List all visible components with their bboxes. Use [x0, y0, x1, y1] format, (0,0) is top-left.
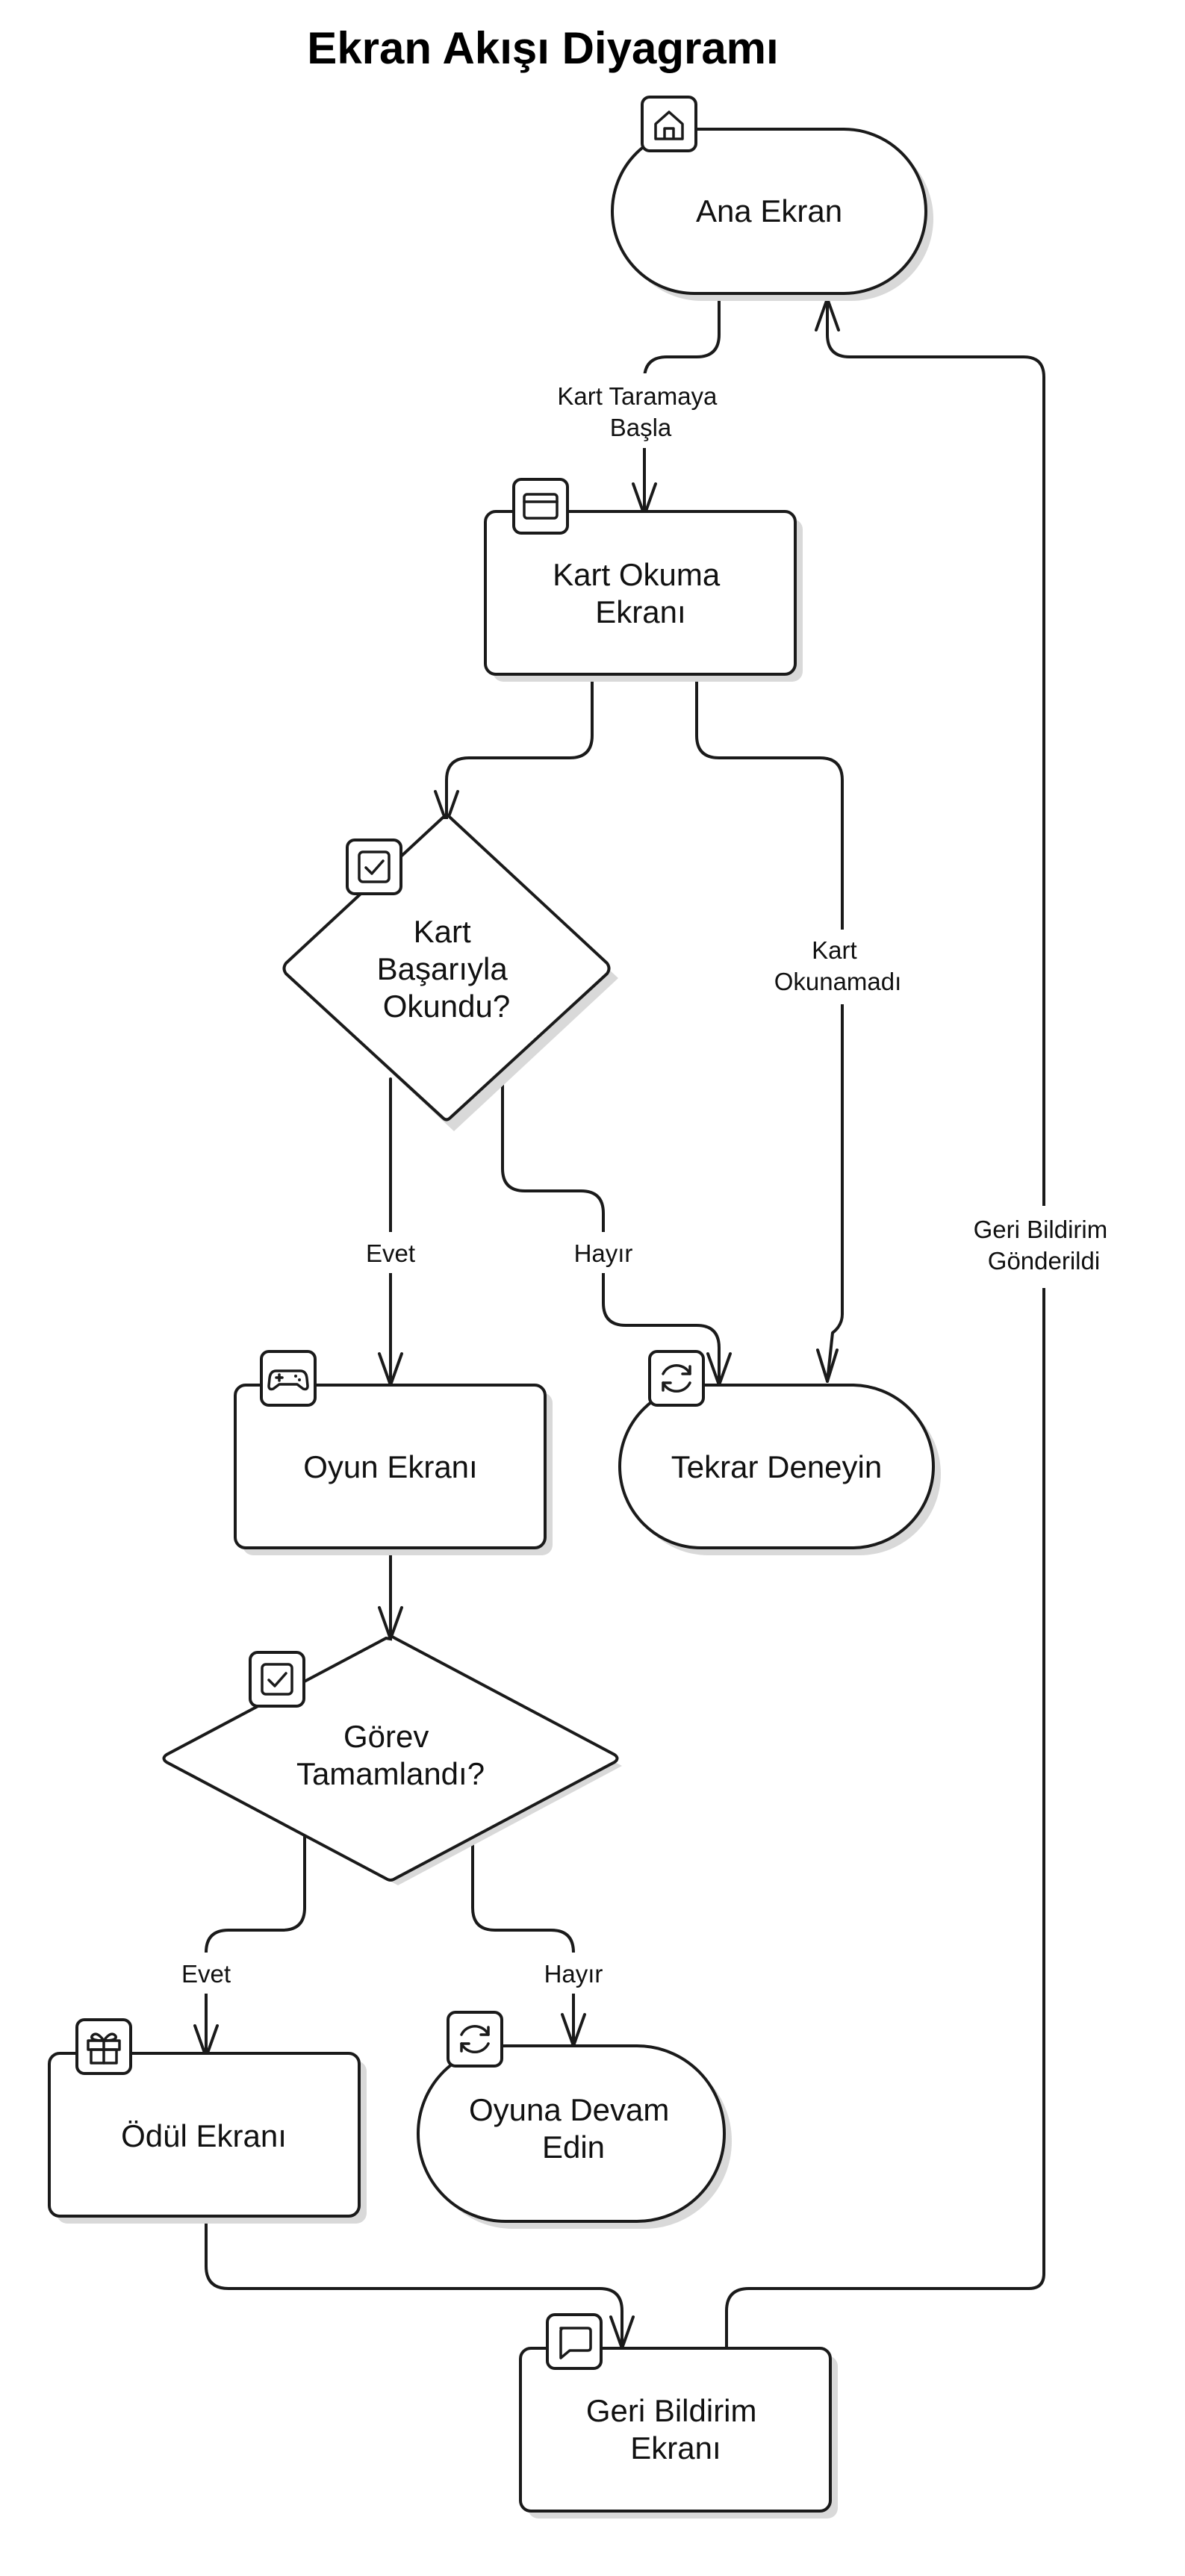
- node-label: Geri Bildirim Ekranı: [586, 2393, 765, 2465]
- node-label: Ödül Ekranı: [121, 2118, 287, 2153]
- edge-geri-bildirim-gonderildi: [725, 297, 1045, 2350]
- node-label: Kart Okuma Ekranı: [553, 557, 729, 629]
- edge-kart-okunamadi: [695, 676, 844, 1383]
- refresh-icon: [648, 1350, 705, 1407]
- node-label: Ana Ekran: [696, 193, 842, 228]
- edge-labels: Kart Taramaya Başla Kart Okunamadı Evet …: [161, 373, 1147, 1994]
- gift-icon: [75, 2018, 132, 2075]
- diagram-title: Ekran Akışı Diyagramı: [307, 23, 778, 73]
- message-icon: [546, 2313, 603, 2370]
- edge-label-kart-taramaya-basla: Kart Taramaya Başla: [557, 382, 724, 441]
- node-oyuna-devam-edin[interactable]: Oyuna Devam Edin: [417, 2011, 732, 2229]
- edge-ana-to-kart-okuma: [643, 296, 721, 517]
- edge-odul-to-geri-bildirim: [205, 2215, 623, 2350]
- checkbox-icon: [346, 839, 402, 895]
- edge-label-kart-okunamadi: Kart Okunamadı: [774, 936, 902, 995]
- node-label: Oyuna Devam Edin: [469, 2092, 678, 2165]
- node-odul-ekrani[interactable]: Ödül Ekranı: [48, 2018, 367, 2224]
- node-geri-bildirim-ekrani[interactable]: Geri Bildirim Ekranı: [519, 2313, 838, 2519]
- refresh-icon: [447, 2011, 503, 2068]
- credit-card-icon: [512, 478, 569, 535]
- edge-evet-2: [205, 1832, 306, 2059]
- edges: [193, 296, 1045, 2350]
- edge-label-geri-bildirim-gonderildi: Geri Bildirim Gönderildi: [974, 1216, 1115, 1275]
- node-kart-basariyla-okundu[interactable]: Kart Başarıyla Okundu?: [282, 814, 619, 1132]
- gamepad-icon: [260, 1350, 317, 1407]
- node-gorev-tamamlandi[interactable]: Görev Tamamlandı?: [162, 1635, 623, 1885]
- node-label: Görev Tamamlandı?: [296, 1719, 485, 1791]
- node-label: Kart Başarıyla Okundu?: [377, 914, 517, 1024]
- node-tekrar-deneyin[interactable]: Tekrar Deneyin: [618, 1350, 941, 1555]
- node-label: Oyun Ekranı: [303, 1449, 477, 1484]
- home-icon: [641, 96, 697, 152]
- arrow-head: [816, 1348, 839, 1383]
- edge-kart-okuma-to-check: [445, 676, 594, 823]
- edge-label-hayir-1: Hayır: [574, 1239, 633, 1267]
- node-ana-ekran[interactable]: Ana Ekran: [611, 96, 933, 301]
- checkbox-icon: [249, 1651, 305, 1708]
- node-kart-okuma-ekrani[interactable]: Kart Okuma Ekranı: [484, 478, 803, 682]
- edge-label-evet-2: Evet: [181, 1960, 231, 1988]
- node-oyun-ekrani[interactable]: Oyun Ekranı: [234, 1350, 553, 1555]
- edge-label-evet-1: Evet: [366, 1239, 415, 1267]
- edge-label-hayir-2: Hayır: [544, 1960, 603, 1988]
- node-label: Tekrar Deneyin: [671, 1449, 882, 1484]
- edge-hayir-2: [471, 1832, 575, 2047]
